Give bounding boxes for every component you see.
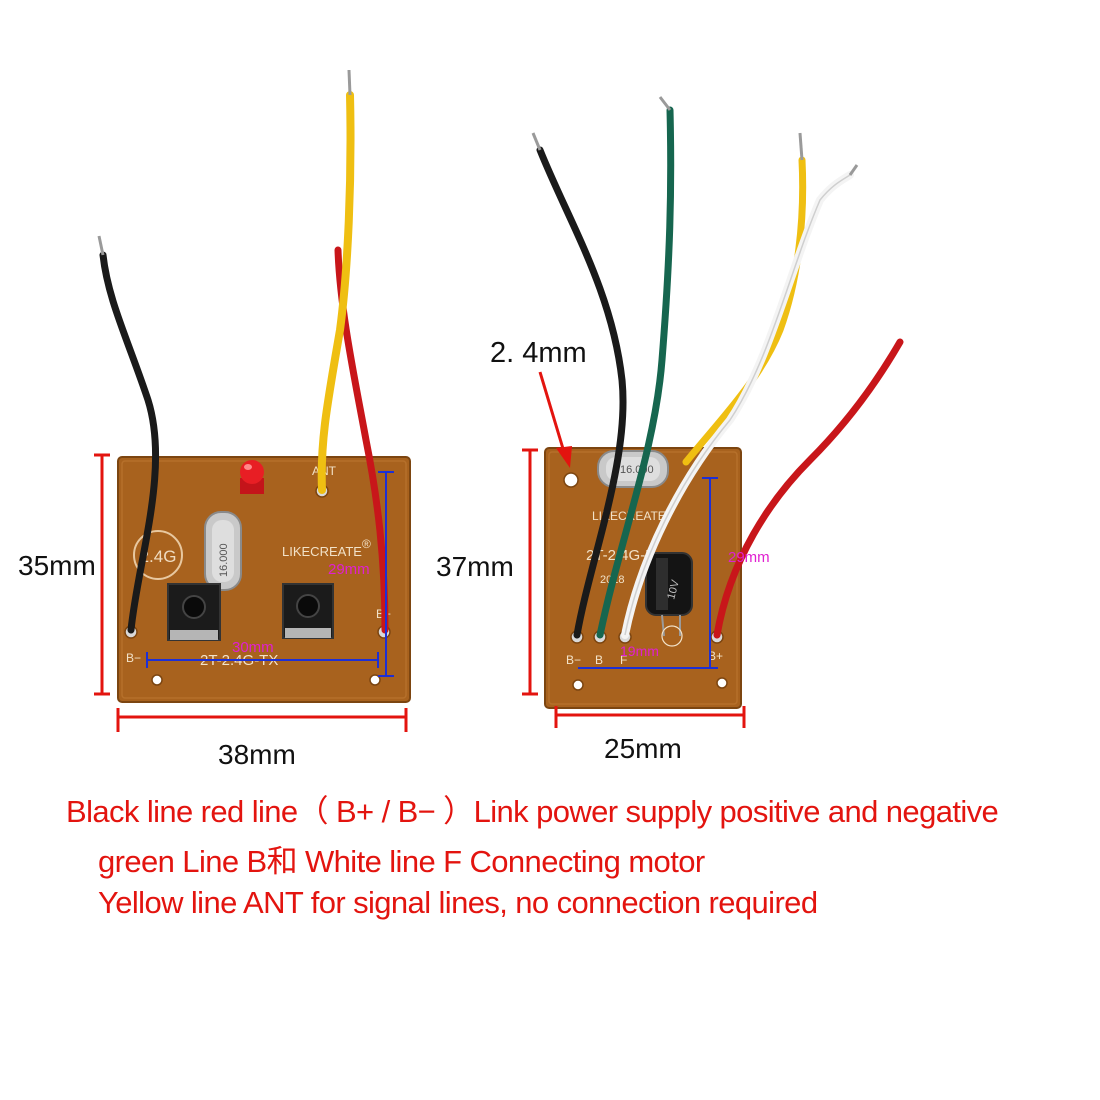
caption-power: Black line red line（ B+ / B− ）Link power… — [66, 794, 999, 829]
transmitter-inner-width: 30mm — [232, 639, 274, 656]
receiver-hole-label: 2. 4mm — [490, 337, 587, 369]
transmitter-badge — [133, 530, 183, 580]
receiver-pin-b: B — [595, 653, 603, 667]
transmitter-height-label: 35mm — [18, 550, 96, 581]
led — [240, 460, 264, 494]
transmitter-width-label: 38mm — [218, 739, 296, 770]
transmitter-board: 2.4G 16.000 LIKECREATE ® 2T-2.4G-TX — [18, 69, 411, 770]
receiver-pin-bplus: B+ — [708, 649, 723, 663]
transmitter-inner-height: 29mm — [328, 561, 370, 578]
capacitor: 10V — [645, 552, 693, 647]
receiver-board: 16.000 LIKECREATE 2T-2.4G-R 2018 10V B− … — [436, 96, 904, 764]
capacitor-text: 10V — [665, 578, 682, 601]
transmitter-pin-bminus: B− — [126, 651, 141, 665]
transmitter-brand-mark: ® — [362, 537, 371, 551]
transmitter-button-right — [282, 583, 334, 639]
receiver-pin-f: F — [620, 653, 627, 667]
receiver-wire-green — [596, 106, 675, 639]
receiver-width-label: 25mm — [604, 733, 682, 764]
transmitter-crystal-text: 16.000 — [218, 543, 230, 577]
transmitter-button-left — [167, 583, 221, 641]
receiver-wire-yellow — [682, 156, 807, 466]
receiver-height-label: 37mm — [436, 551, 514, 582]
transmitter-crystal: 16.000 — [204, 511, 242, 591]
receiver-crystal: 16.000 — [597, 450, 669, 488]
transmitter-brand: LIKECREATE — [282, 544, 362, 559]
transmitter-badge-text: 2.4G — [140, 547, 177, 566]
caption-motor: green Line B和 White line F Connecting mo… — [98, 844, 705, 879]
transmitter-wire-black — [99, 251, 160, 634]
caption-signal: Yellow line ANT for signal lines, no con… — [98, 885, 818, 920]
receiver-pin-bminus: B− — [566, 653, 581, 667]
receiver-inner-height: 29mm — [728, 549, 770, 566]
receiver-wire-red — [713, 338, 904, 639]
transmitter-wire-yellow — [317, 91, 355, 494]
receiver-wire-black — [536, 146, 627, 639]
receiver-inner-width: 19mm — [620, 643, 659, 659]
receiver-crystal-text: 16.000 — [620, 464, 654, 476]
